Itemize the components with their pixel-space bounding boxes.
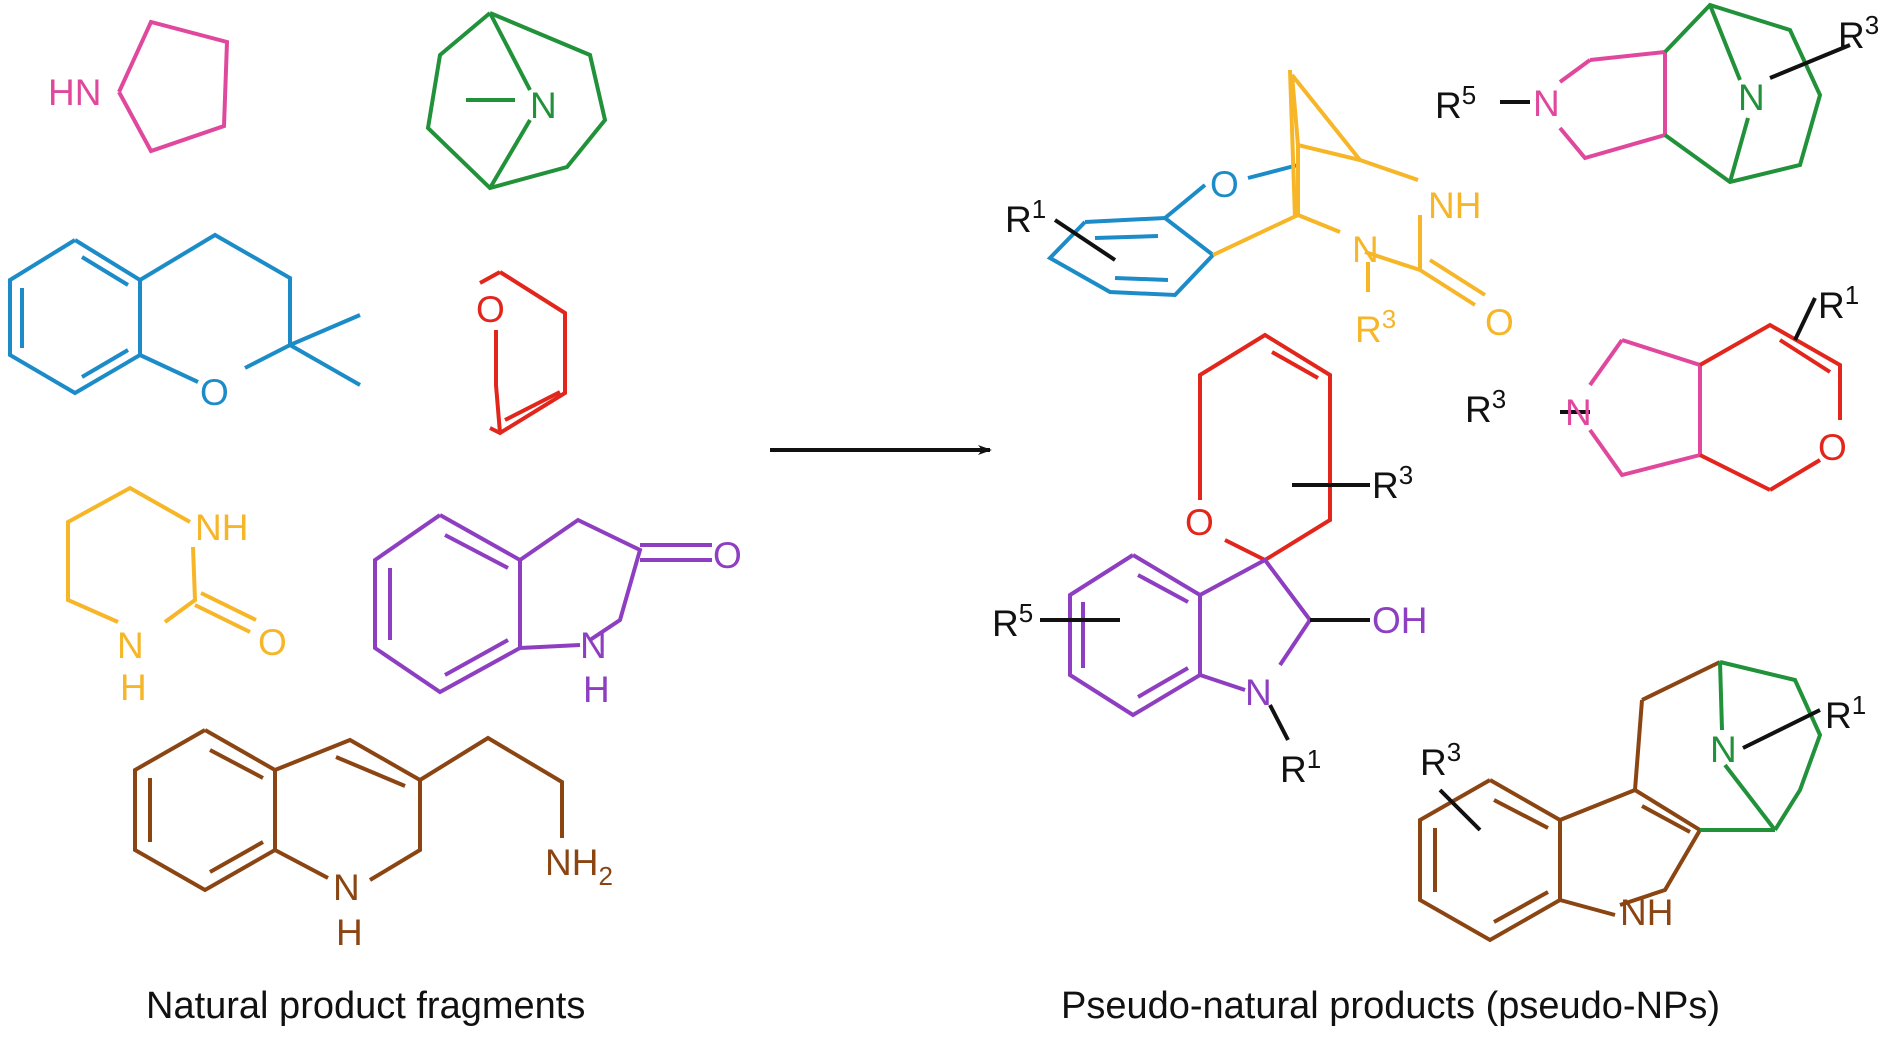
product5-r1-label: R1 [1825,690,1866,736]
tropane-n-label: N [530,85,557,126]
product1-r3-label: R3 [1355,304,1396,350]
product5-n-label: N [1710,729,1737,770]
product2-r5-label: R5 [1435,80,1476,126]
product3-o-label: O [1818,427,1847,468]
oxindole-o-label: O [713,535,742,576]
tryptamine-h-label: H [336,912,363,953]
fragments-caption: Natural product fragments [146,985,586,1027]
product-pyrrolidine-tropane [1500,2,1851,185]
product3-n-label: N [1565,392,1592,433]
tryptamine-fragment [133,728,564,893]
tropane-fragment [425,11,608,191]
product4-o-label: O [1185,502,1214,543]
product3-r1-label: R1 [1818,280,1859,326]
oxindole-n-label: N [580,625,607,666]
chromane-o-label: O [200,372,229,413]
dihydropyran-o-label: O [476,289,505,330]
tryptamine-nh2-label: NH2 [545,842,613,891]
product4-r5-label: R5 [992,598,1033,644]
product5-r3-label: R3 [1420,737,1461,783]
product4-r1-label: R1 [1280,744,1321,790]
product1-n-label: N [1352,229,1379,270]
tryptamine-n-label: N [333,867,360,908]
urea-nh-top-label: NH [195,507,248,548]
urea-o-label: O [258,622,287,663]
product1-r1-label: R1 [1005,194,1046,240]
product1-o2-label: O [1485,302,1514,343]
product1-o-label: O [1210,164,1239,205]
product5-nh-label: NH [1620,892,1673,933]
product2-r3-label: R3 [1838,10,1879,56]
pyrrolidine-fragment [117,19,230,154]
product3-r3-label: R3 [1465,384,1506,430]
product2-n-tropane-label: N [1738,77,1765,118]
products-caption: Pseudo-natural products (pseudo-NPs) [1061,985,1721,1027]
product4-r3-label: R3 [1372,460,1413,506]
chromane-fragment [8,232,361,396]
product-chromane-urea [1046,69,1487,307]
product2-n-pyrrolidine-label: N [1533,83,1560,124]
product-spiro-oxindole [1040,332,1370,741]
cyclic-urea-fragment [66,485,257,634]
dihydropyran-fragment [479,270,567,436]
oxindole-fragment [373,513,712,695]
urea-nh-bottom-h-label: H [120,667,147,708]
product1-nh-label: NH [1428,185,1481,226]
product-pyrrolidine-dihydropyran [1560,297,1842,492]
urea-nh-bottom-n-label: N [117,625,144,666]
product4-oh-label: OH [1372,600,1428,641]
product-tropane-indole [1418,660,1823,943]
product4-n-label: N [1245,672,1272,713]
oxindole-h-label: H [583,669,610,710]
pyrrolidine-nh-label: HN [48,72,101,113]
